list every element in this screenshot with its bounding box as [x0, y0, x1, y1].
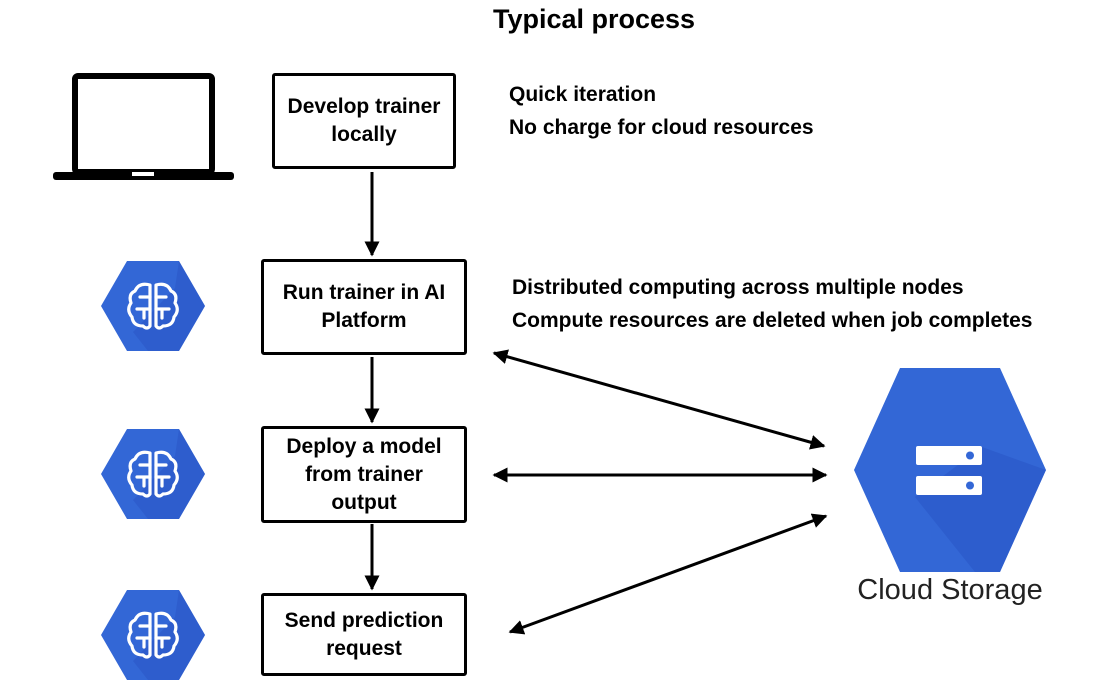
step-label: Run trainer in AI Platform [282, 281, 446, 332]
step-deploy-model: Deploy a model from trainer output [261, 426, 467, 523]
step-send-prediction: Send prediction request [261, 593, 467, 676]
ai-platform-brain-icon [99, 259, 207, 353]
ai-platform-brain-icon [99, 588, 207, 682]
step-label: Deploy a model from trainer output [286, 434, 442, 514]
storage-link-arrow [492, 349, 826, 450]
note-line: Quick iteration [509, 83, 657, 106]
local-notes: Quick iteration No charge for cloud reso… [509, 78, 814, 144]
laptop-icon [53, 73, 234, 180]
storage-link-arrow [508, 513, 828, 635]
step-develop-locally: Develop trainer locally [272, 73, 456, 169]
note-line: Distributed computing across multiple no… [512, 276, 964, 299]
note-line: No charge for cloud resources [509, 116, 814, 139]
step-label: Send prediction request [284, 608, 444, 660]
step-run-trainer: Run trainer in AI Platform [261, 259, 467, 355]
ai-platform-brain-icon [99, 427, 207, 521]
diagram-title: Typical process [492, 4, 696, 34]
step-label: Develop trainer locally [287, 95, 441, 146]
cloud-notes: Distributed computing across multiple no… [512, 271, 1032, 337]
cloud-storage-label: Cloud Storage [857, 574, 1043, 606]
cloud-storage-icon [854, 368, 1046, 572]
note-line: Compute resources are deleted when job c… [512, 309, 1033, 332]
